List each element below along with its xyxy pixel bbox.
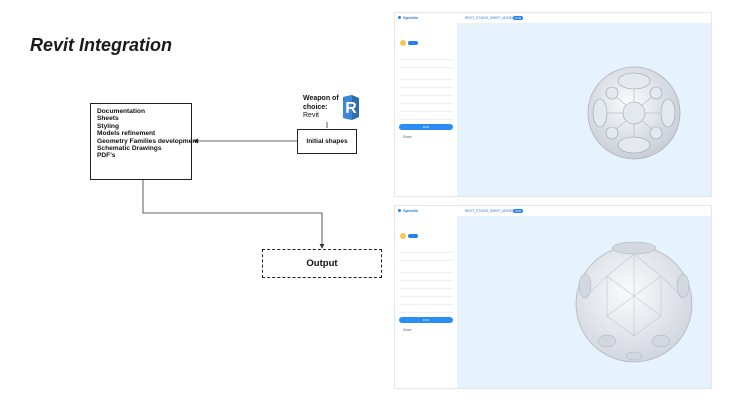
app-sidebar: RUN Share <box>395 216 458 388</box>
bottom-label[interactable]: Share <box>403 328 412 332</box>
sidebar-pill[interactable] <box>408 41 418 45</box>
sidebar-row[interactable] <box>399 113 453 120</box>
sidebar-row[interactable] <box>399 61 453 68</box>
app-logo-icon <box>398 16 401 19</box>
faceted-sphere-model <box>575 241 693 363</box>
bulb-icon <box>400 40 406 46</box>
sidebar-pill[interactable] <box>408 234 418 238</box>
doc-line: Models refinement <box>97 130 156 138</box>
app-logo-icon <box>398 209 401 212</box>
sidebar-row[interactable] <box>399 290 453 297</box>
lattice-sphere-model <box>587 66 681 160</box>
sidebar-row[interactable] <box>399 97 453 104</box>
app-brand: Specklе <box>403 208 419 213</box>
documentation-box: Documentation Sheets Styling Models refi… <box>90 103 199 180</box>
weapon-of-choice-label: Weapon of choice: Revit <box>303 95 339 119</box>
arrow-docs-to-output <box>142 180 325 249</box>
sidebar-row[interactable] <box>399 306 453 313</box>
doc-line: Geometry Families development <box>97 137 199 145</box>
revit-logo-letter: R <box>345 100 357 117</box>
sidebar-row[interactable] <box>399 81 453 88</box>
doc-line: Schematic Drawings <box>97 145 162 153</box>
sidebar-row[interactable] <box>399 246 453 253</box>
file-tab[interactable]: REVIT_STUDIO_SHEET_MODEL <box>465 209 514 213</box>
doc-line: PDF's <box>97 152 116 160</box>
app-brand: Specklе <box>403 15 419 20</box>
bottom-label[interactable]: Share <box>403 135 412 139</box>
run-button[interactable]: RUN <box>399 317 453 323</box>
revit-logo-icon: R <box>341 94 361 121</box>
3d-viewport[interactable] <box>457 216 711 388</box>
app-screenshot-top: Specklе REVIT_STUDIO_SHEET_MODEL LIVE RU… <box>394 12 712 197</box>
sidebar-row[interactable] <box>399 254 453 261</box>
live-badge: LIVE <box>513 209 523 213</box>
doc-line: Documentation <box>97 108 145 115</box>
sidebar-row[interactable] <box>399 53 453 60</box>
initial-shapes-box: Initial shapes <box>297 129 357 154</box>
run-button[interactable]: RUN <box>399 124 453 130</box>
app-sidebar: RUN Share <box>395 23 458 196</box>
output-box: Output <box>262 249 382 278</box>
sidebar-row[interactable] <box>399 274 453 281</box>
3d-viewport[interactable] <box>457 23 711 196</box>
bulb-icon <box>400 233 406 239</box>
sidebar-row[interactable] <box>399 105 453 112</box>
live-badge: LIVE <box>513 16 523 20</box>
sidebar-row[interactable] <box>399 282 453 289</box>
sidebar-row[interactable] <box>399 89 453 96</box>
sidebar-row[interactable] <box>399 298 453 305</box>
page-title: Revit Integration <box>30 35 173 55</box>
app-screenshot-bottom: Specklе REVIT_STUDIO_SHEET_MODEL LIVE RU… <box>394 205 712 389</box>
doc-line: Styling <box>97 122 119 130</box>
file-tab[interactable]: REVIT_STUDIO_SHEET_MODEL <box>465 16 514 20</box>
sidebar-row[interactable] <box>399 266 453 273</box>
sidebar-row[interactable] <box>399 73 453 80</box>
doc-line: Sheets <box>97 115 119 123</box>
